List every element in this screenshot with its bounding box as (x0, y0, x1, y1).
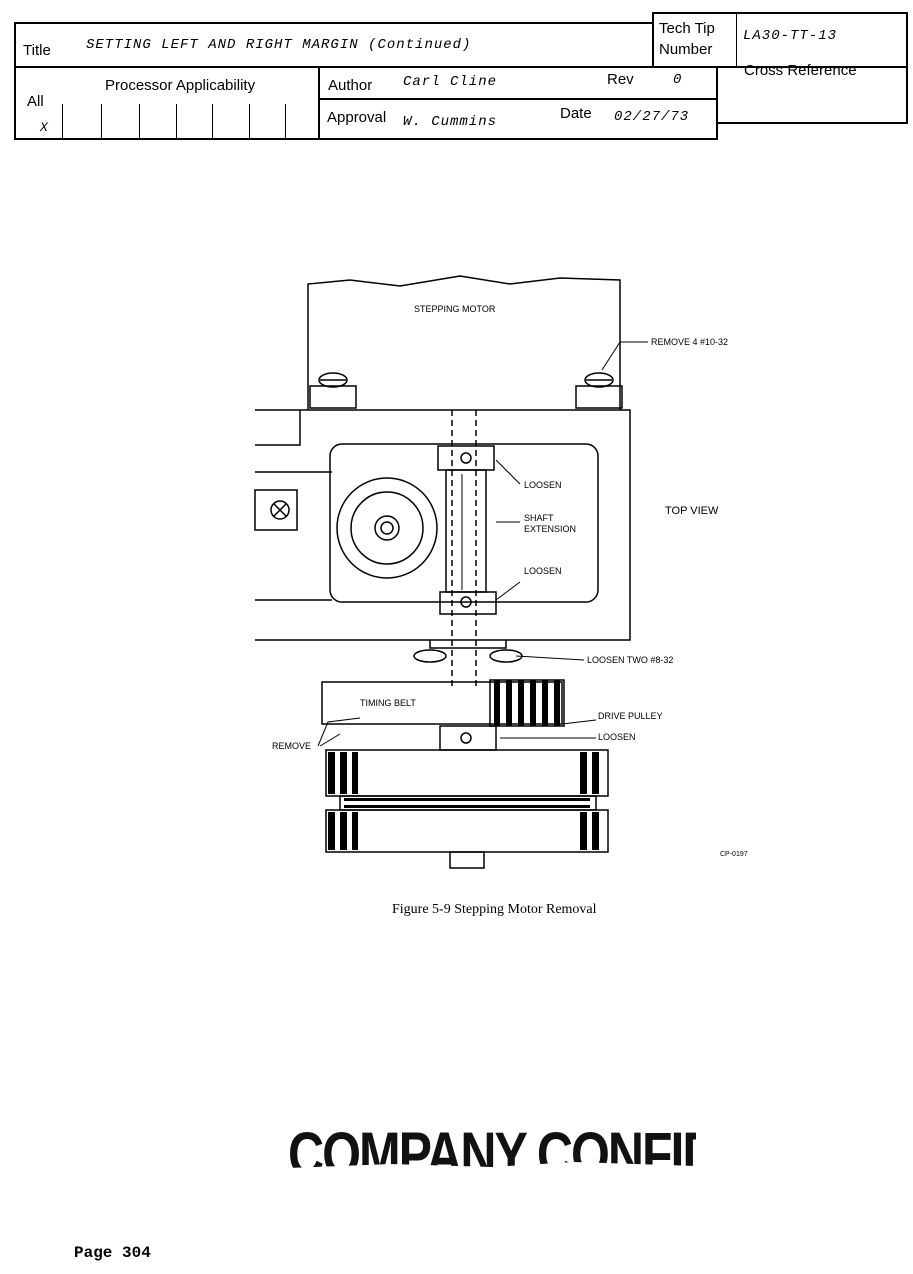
label-remove-belt: REMOVE (272, 741, 311, 751)
motor-pulley (336, 477, 438, 579)
all-checkmark: X (40, 120, 49, 135)
label-top-view: TOP VIEW (665, 505, 719, 517)
rev-label: Rev (607, 71, 634, 88)
label-loosen-top: LOOSEN (524, 480, 562, 490)
label-stepping-motor: STEPPING MOTOR (414, 304, 496, 314)
figure-caption: Figure 5-9 Stepping Motor Removal (392, 902, 597, 917)
cross-reference-label: Cross Reference (744, 62, 857, 79)
tech-tip-number-value: LA30-TT-13 (743, 28, 838, 44)
date-label: Date (560, 105, 592, 122)
title-value: SETTING LEFT AND RIGHT MARGIN (Continued… (86, 37, 472, 53)
label-extension: EXTENSION (524, 524, 576, 534)
approval-value: W. Cummins (403, 114, 498, 130)
mounting-screw-left-icon (309, 372, 357, 409)
stepping-motor-removal-diagram: STEPPING MOTOR REMOVE 4 #10-32 LOOSEN SH… (254, 275, 748, 869)
label-drive-pulley: DRIVE PULLEY (598, 711, 663, 721)
label-drawing-code: CP-0197 (720, 851, 748, 858)
label-loosen-bottom: LOOSEN (598, 732, 636, 742)
approval-label: Approval (327, 109, 387, 126)
rev-value: 0 (673, 72, 683, 88)
author-label: Author (328, 77, 373, 94)
all-label: All (27, 93, 44, 110)
label-remove-screws: REMOVE 4 #10-32 (651, 337, 728, 347)
title-label: Title (23, 42, 51, 59)
lower-collar (439, 591, 497, 615)
author-value: Carl Cline (403, 74, 498, 90)
tech-tip-number-label: Number (659, 41, 713, 58)
label-loosen-two: LOOSEN TWO #8-32 (587, 655, 673, 665)
label-timing-belt: TIMING BELT (360, 698, 416, 708)
page-number: Page 304 (74, 1244, 151, 1262)
date-value: 02/27/73 (614, 109, 690, 125)
processor-applicability-label: Processor Applicability (105, 77, 256, 94)
upper-collar (437, 445, 495, 471)
label-shaft: SHAFT (524, 513, 554, 523)
tech-tip-label: Tech Tip (659, 20, 715, 37)
mounting-screw-right-icon (575, 372, 623, 409)
label-loosen-mid: LOOSEN (524, 566, 562, 576)
company-confidential-stamp: COMPANY CONFIDENTIAL (288, 1122, 696, 1174)
tech-tip-header-form: Title SETTING LEFT AND RIGHT MARGIN (Con… (0, 0, 913, 150)
timing-belt (321, 681, 563, 725)
